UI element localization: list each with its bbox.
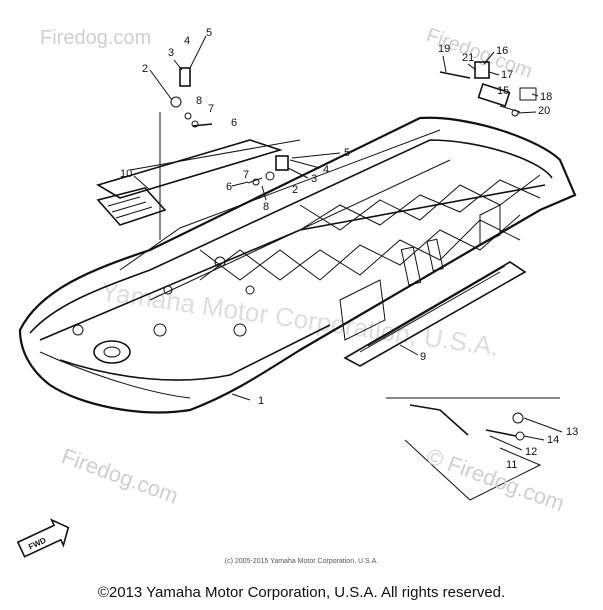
fwd-arrow-icon: FWD (16, 518, 70, 558)
running-board-left (96, 139, 301, 226)
hardware-cluster-rear (439, 61, 537, 117)
callout-13: 13 (566, 426, 578, 438)
small-copyright: (c) 2005-2015 Yamaha Motor Corporation, … (224, 558, 379, 565)
callout-14: 14 (547, 434, 559, 446)
callout-19: 19 (438, 43, 450, 55)
callout-4: 4 (184, 35, 190, 47)
watermark-bottom-left: Firedog.com (58, 443, 181, 508)
callout-8: 8 (196, 95, 202, 107)
callout-6b: 6 (226, 181, 232, 193)
callout-8b: 8 (263, 201, 269, 213)
callouts: 1 2 2 3 3 4 4 5 5 6 6 7 7 8 8 9 10 11 12… (120, 27, 578, 471)
callout-10: 10 (120, 168, 132, 180)
callout-9: 9 (420, 351, 426, 363)
callout-21: 21 (462, 52, 474, 64)
callout-5b: 5 (344, 147, 350, 159)
callout-17: 17 (501, 69, 513, 81)
callout-11: 11 (506, 459, 517, 471)
fwd-label: FWD (27, 536, 48, 552)
callout-3: 3 (168, 47, 174, 59)
callout-7: 7 (208, 103, 214, 115)
callout-3b: 3 (311, 173, 317, 185)
callout-12: 12 (525, 446, 537, 458)
callout-2b: 2 (292, 184, 298, 196)
callout-1: 1 (258, 395, 264, 407)
callout-6: 6 (231, 117, 237, 129)
callout-20: 20 (538, 105, 550, 117)
callout-4b: 4 (323, 164, 329, 176)
snowmobile-frame (18, 116, 577, 414)
hardware-cluster-top (159, 67, 289, 240)
copyright-notice: ©2013 Yamaha Motor Corporation, U.S.A. A… (97, 584, 506, 601)
callout-18: 18 (540, 91, 552, 103)
watermark-top-left: Firedog.com (40, 27, 151, 49)
watermark-stamp: © Firedog.com (423, 443, 567, 516)
callout-16: 16 (496, 45, 508, 57)
callout-2: 2 (142, 63, 148, 75)
callout-7b: 7 (243, 169, 249, 181)
callout-5: 5 (206, 27, 212, 39)
hardware-cluster-bottom (386, 397, 560, 501)
callout-15: 15 (497, 85, 509, 97)
running-board-right (343, 261, 527, 367)
